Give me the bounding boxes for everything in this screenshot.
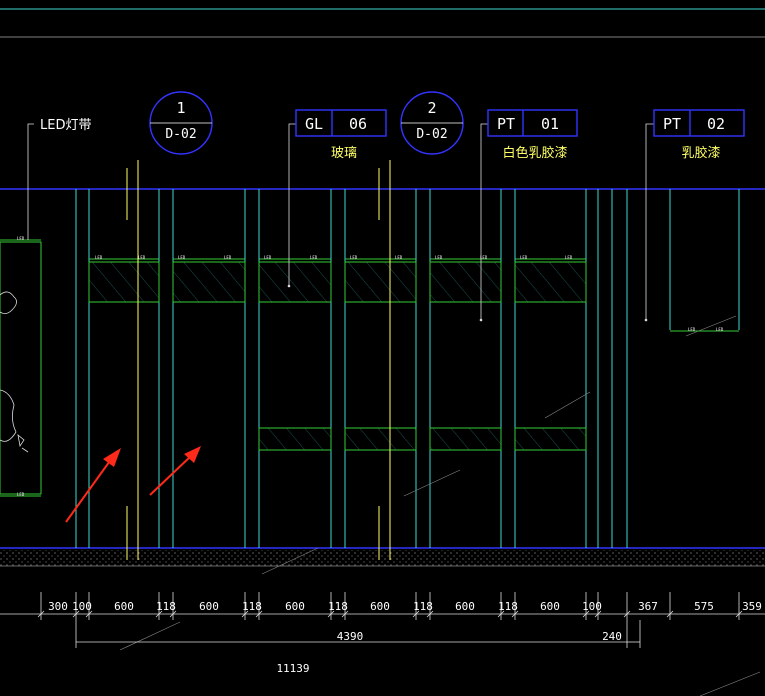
dimension-value: 100 [72, 600, 92, 613]
svg-text:1: 1 [176, 99, 185, 117]
svg-text:LED: LED [95, 255, 103, 260]
dimension-value: 118 [328, 600, 348, 613]
dimension-value: 600 [114, 600, 134, 613]
svg-text:LED: LED [224, 255, 232, 260]
dimension-slash [72, 610, 80, 618]
svg-text:06: 06 [349, 115, 367, 133]
svg-text:玻璃: 玻璃 [331, 146, 357, 161]
svg-text:LED: LED [17, 236, 25, 241]
led-panel [0, 241, 42, 495]
construction-lines [119, 315, 761, 696]
svg-text:D-02: D-02 [416, 127, 447, 142]
dimension-slash [511, 610, 519, 618]
svg-text:LED: LED [17, 492, 25, 497]
dimension-value: 600 [370, 600, 390, 613]
dimension-slash [169, 610, 177, 618]
leader-lines [27, 123, 654, 320]
dimension-slash [623, 610, 631, 618]
material-tag-pt02: PT 02 乳胶漆 [653, 109, 745, 161]
svg-text:02: 02 [707, 115, 725, 133]
svg-text:LED: LED [435, 255, 443, 260]
svg-text:LED: LED [716, 327, 724, 332]
dimension-value: 118 [498, 600, 518, 613]
dimension-value: 600 [285, 600, 305, 613]
dimension-slash [341, 610, 349, 618]
svg-text:白色乳胶漆: 白色乳胶漆 [502, 145, 567, 161]
dimension-slash [666, 610, 674, 618]
section-cut-lines [126, 160, 391, 560]
dimension-value: 100 [582, 600, 602, 613]
floor-hatch [0, 550, 765, 566]
detail-callout-1: 1 D-02 [149, 91, 213, 155]
dimension-slash [241, 610, 249, 618]
svg-text:LED: LED [520, 255, 528, 260]
svg-text:LED: LED [178, 255, 186, 260]
dimension-value: 118 [156, 600, 176, 613]
svg-text:LED: LED [310, 255, 318, 260]
dimension-overall: 11139 [276, 662, 309, 675]
dimension-slash [37, 610, 45, 618]
svg-text:D-02: D-02 [165, 127, 196, 142]
svg-text:LED: LED [395, 255, 403, 260]
dimension-slash [426, 610, 434, 618]
dimension-ticks [37, 592, 743, 648]
dimension-slash [412, 610, 420, 618]
svg-text:LED: LED [138, 255, 146, 260]
dimension-value: 118 [413, 600, 433, 613]
dimension-slash [497, 610, 505, 618]
dimension-slash [255, 610, 263, 618]
upper-glass-row [88, 261, 587, 303]
dimension-slash [85, 610, 93, 618]
led-strip-label: LED灯带 [40, 118, 91, 133]
dimension-value: 575 [694, 600, 714, 613]
material-tag-gl06: GL 06 玻璃 [295, 109, 387, 161]
dimension-slash [735, 610, 743, 618]
svg-text:PT: PT [497, 115, 515, 133]
dimension-slash [582, 610, 590, 618]
dimension-value: 118 [242, 600, 262, 613]
material-tag-pt01: PT 01 白色乳胶漆 [487, 109, 578, 161]
svg-text:LED: LED [688, 327, 696, 332]
dimension-value: 600 [540, 600, 560, 613]
svg-text:乳胶漆: 乳胶漆 [681, 145, 720, 161]
svg-text:PT: PT [663, 115, 681, 133]
detail-callout-2: 2 D-02 [400, 91, 464, 155]
panel-frames [75, 189, 740, 548]
svg-text:LED: LED [565, 255, 573, 260]
svg-text:LED: LED [480, 255, 488, 260]
led-strip-lines [0, 239, 739, 497]
map-icon [0, 291, 29, 453]
svg-text:LED: LED [264, 255, 272, 260]
arrow-icon-right [149, 446, 201, 496]
dimension-value: 300 [48, 600, 68, 613]
dimension-small: 240 [602, 630, 622, 643]
dimension-value: 367 [638, 600, 658, 613]
led-small-labels: LED LED LED LED LED LED LED LED LED LED … [17, 236, 724, 497]
dimension-value: 600 [199, 600, 219, 613]
dimension-slash [327, 610, 335, 618]
dimension-lines [0, 613, 765, 643]
svg-text:2: 2 [427, 99, 436, 117]
lower-glass-row [258, 427, 587, 451]
dimension-total: 4390 [337, 630, 364, 643]
svg-text:GL: GL [305, 115, 323, 133]
dimension-value: 600 [455, 600, 475, 613]
svg-text:01: 01 [541, 115, 559, 133]
dimension-slash [155, 610, 163, 618]
dimension-value: 359 [742, 600, 762, 613]
dimension-labels: 300 100 600 118 600 118 600 118 600 118 600 118 600 1… [48, 600, 762, 613]
svg-text:LED: LED [350, 255, 358, 260]
arrow-icon-left [65, 448, 121, 523]
dimension-slash [594, 610, 602, 618]
